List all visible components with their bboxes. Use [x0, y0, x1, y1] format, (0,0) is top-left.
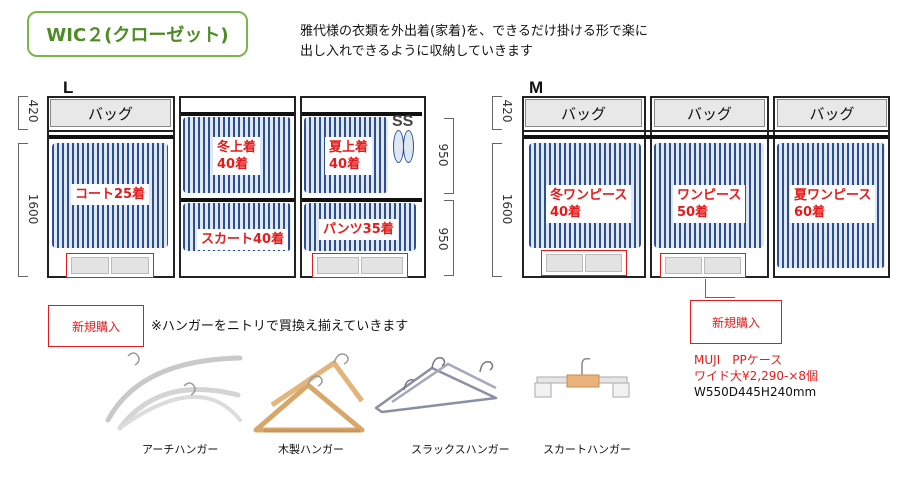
muji-line-2: ワイド大¥2,290-×8個	[694, 369, 819, 383]
hanger-caption-wooden: 木製ハンガー	[278, 443, 344, 456]
shelf-line-m	[524, 130, 888, 132]
summer-dress-label: 夏ワンピース 60着	[790, 185, 876, 223]
hanger-rod-l1	[49, 135, 173, 139]
hanger-caption-skirt: スカートハンガー	[543, 443, 631, 456]
summer-dress-label-1: 夏ワンピース	[794, 188, 872, 203]
skirt-label: スカート40着	[197, 229, 289, 250]
dim-right-top-l: 950	[436, 143, 450, 167]
dim-bracket-left-l	[18, 143, 28, 277]
hanger-note: ※ハンガーをニトリで買換え揃えていきます	[151, 319, 409, 334]
dim-top-l: 420	[26, 99, 40, 123]
dress-label-2: 50着	[677, 205, 709, 220]
dim-right-bottom-l: 950	[436, 227, 450, 251]
hanger-rod-l3b	[302, 198, 422, 202]
connector-line-h	[705, 297, 735, 298]
bag-shelf-m3: バッグ	[777, 99, 887, 127]
storage-case-m1	[541, 250, 627, 276]
closet-m-divider-2	[767, 96, 775, 278]
new-purchase-right-label: 新規購入	[711, 315, 760, 330]
intro-line-2: 出し入れできるように収納していきます	[300, 44, 533, 59]
summer-dress-label-2: 60着	[794, 205, 826, 220]
shelf-line-l1	[49, 130, 173, 132]
intro-text: 雅代様の衣類を外出着(家着)を、できるだけ掛ける形で楽に 出し入れできるように収…	[300, 22, 648, 62]
winter-dress-label: 冬ワンピース 40着	[546, 185, 632, 223]
closet-m-divider-1	[644, 96, 652, 278]
winter-dress-label-1: 冬ワンピース	[550, 188, 628, 203]
slacks-hanger-image	[374, 356, 498, 414]
hanger-caption-arch: アーチハンガー	[142, 443, 219, 456]
dress-label: ワンピース 50着	[673, 185, 746, 223]
bag-shelf-m1: バッグ	[525, 99, 642, 127]
bag-label-l1: バッグ	[87, 104, 133, 123]
dim-left-m: 1600	[500, 193, 514, 225]
hanger-rod-l2b	[181, 198, 294, 202]
new-purchase-box-left: 新規購入	[48, 305, 144, 347]
muji-line-1: MUJI PPケース	[694, 353, 783, 367]
hanger-rod-l3	[302, 112, 422, 116]
muji-line-3: W550D445H240mm	[694, 385, 817, 399]
ss-oval-2	[403, 130, 414, 163]
storage-case-l1	[66, 253, 154, 278]
wooden-hanger-image	[253, 353, 365, 433]
dim-bracket-right-top-l	[444, 118, 454, 194]
winter-top-label: 冬上着 40着	[213, 137, 261, 175]
closet-l-divider-2	[294, 96, 302, 278]
dim-bracket-right-bottom-l	[444, 200, 454, 276]
dim-left-l: 1600	[26, 193, 40, 225]
section-title: WIC２(クローゼット)	[46, 25, 229, 46]
bag-label-m2: バッグ	[686, 104, 732, 123]
bag-shelf-m2: バッグ	[654, 99, 765, 127]
hanger-rod-l2	[181, 112, 294, 116]
dim-top-m: 420	[500, 99, 514, 123]
dim-bracket-top-l	[18, 96, 28, 130]
ss-label: SS	[392, 113, 414, 130]
muji-info: MUJI PPケース ワイド大¥2,290-×8個 W550D445H240mm	[694, 352, 818, 400]
arch-hanger-image	[105, 352, 243, 431]
intro-line-1: 雅代様の衣類を外出着(家着)を、できるだけ掛ける形で楽に	[300, 24, 648, 39]
closet-l-letter: L	[63, 78, 74, 97]
summer-top-label: 夏上着 40着	[325, 137, 373, 175]
bag-label-m1: バッグ	[560, 104, 606, 123]
closet-m-letter: M	[529, 78, 544, 97]
new-purchase-left-label: 新規購入	[71, 319, 120, 334]
storage-case-m2	[660, 253, 746, 278]
winter-top-label-2: 40着	[217, 157, 249, 172]
pants-label: パンツ35着	[319, 219, 398, 240]
connector-line-v	[705, 279, 735, 298]
dim-bracket-left-m	[492, 143, 502, 277]
closet-l-divider-1	[173, 96, 181, 278]
hanger-rod-m	[524, 135, 888, 139]
new-purchase-box-right: 新規購入	[690, 300, 782, 344]
bag-label-m3: バッグ	[809, 104, 855, 123]
summer-top-label-1: 夏上着	[329, 140, 369, 155]
dress-label-1: ワンピース	[677, 188, 742, 203]
winter-dress-label-2: 40着	[550, 205, 582, 220]
summer-top-label-2: 40着	[329, 157, 361, 172]
hanger-caption-slacks: スラックスハンガー	[411, 443, 510, 456]
storage-case-l2	[312, 253, 408, 278]
winter-top-label-1: 冬上着	[217, 140, 257, 155]
coat-label: コート25着	[71, 184, 150, 205]
section-title-box: WIC２(クローゼット)	[27, 11, 248, 57]
dim-bracket-top-m	[492, 96, 502, 130]
skirt-hanger-image	[534, 357, 630, 398]
bag-shelf-l1: バッグ	[50, 99, 171, 127]
